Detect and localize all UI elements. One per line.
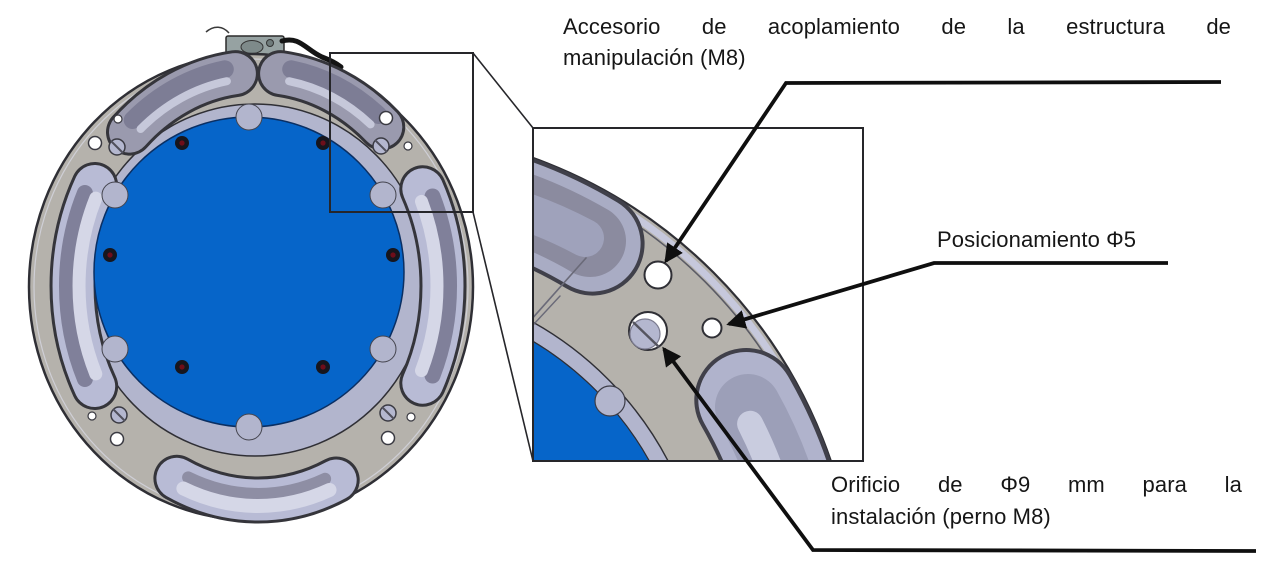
hole-cluster-lower-left bbox=[87, 406, 128, 447]
disk-screws bbox=[103, 136, 400, 374]
label-installation: Orificio de Φ9 mm para la instalación (p… bbox=[831, 469, 1242, 533]
detail-slot-lower bbox=[694, 348, 831, 461]
detail-bolt-slot-line bbox=[632, 321, 660, 348]
slot-top-left bbox=[106, 50, 259, 156]
slot-right bbox=[399, 165, 467, 407]
slot-left bbox=[49, 162, 119, 410]
label-positioning: Posicionamiento Φ5 bbox=[937, 224, 1136, 255]
label-coupling-line1: Accesorio de acoplamiento de la estructu… bbox=[563, 14, 1231, 39]
label-coupling-line2: manipulación (M8) bbox=[563, 45, 746, 70]
hole-cluster-upper-right bbox=[372, 110, 413, 155]
mounting-slots bbox=[49, 50, 467, 524]
slot-bottom bbox=[153, 454, 360, 524]
label-positioning-text: Posicionamiento Φ5 bbox=[937, 227, 1137, 252]
detail-scallop-bump bbox=[594, 385, 626, 417]
label-installation-line2: instalación (perno M8) bbox=[831, 504, 1051, 529]
leader-coupling-arrow bbox=[664, 80, 1222, 264]
leader-installation-arrow bbox=[662, 346, 1257, 553]
slot-top-right bbox=[257, 50, 406, 151]
detail-blue-disk bbox=[533, 340, 651, 461]
detail-view-border bbox=[532, 127, 864, 462]
center-disk-blue bbox=[93, 116, 405, 428]
zoom-connector-top bbox=[472, 52, 534, 129]
connector-wire bbox=[205, 26, 230, 34]
cable bbox=[279, 37, 344, 70]
label-coupling: Accesorio de acoplamiento de la estructu… bbox=[563, 11, 1231, 73]
hole-clusters bbox=[87, 110, 416, 447]
hole-cluster-lower-right bbox=[379, 404, 416, 446]
main-view-flange bbox=[27, 26, 534, 524]
detail-view-content bbox=[533, 128, 863, 461]
connector-port bbox=[240, 40, 264, 54]
leader-positioning-arrow bbox=[726, 261, 1168, 329]
disk-scallop-bumps bbox=[101, 103, 397, 441]
leader-lines bbox=[662, 80, 1257, 553]
zoom-region-rect bbox=[329, 52, 474, 213]
detail-hole-positioning-phi5 bbox=[701, 317, 723, 339]
detail-view bbox=[532, 127, 864, 462]
detail-hole-coupling-m8 bbox=[643, 260, 673, 290]
connector-pin bbox=[266, 39, 274, 47]
zoom-connector-bottom bbox=[472, 211, 534, 462]
hole-cluster-upper-left bbox=[87, 114, 126, 156]
label-installation-line1: Orificio de Φ9 mm para la bbox=[831, 472, 1242, 497]
